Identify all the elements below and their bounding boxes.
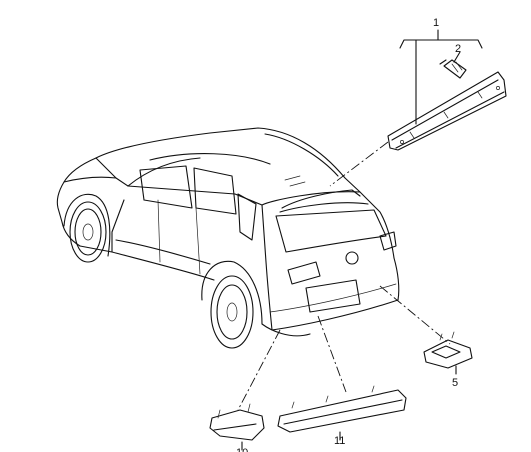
callout-2: 2: [455, 43, 461, 55]
license-plate-light: [423, 331, 473, 369]
callout-5: 5: [452, 377, 458, 389]
callout-11: 11: [334, 435, 345, 447]
callout-1: 1: [433, 17, 439, 29]
rear-reflector-small: [209, 403, 265, 441]
high-mounted-brake-light: [387, 71, 507, 151]
callout-10: 10: [236, 447, 248, 452]
callout-bracket-1: [399, 29, 483, 125]
rear-reflector-long: [277, 385, 407, 433]
vehicle-outline: [56, 127, 400, 349]
leader-lines: [237, 141, 451, 411]
bulb-connector: [439, 59, 467, 79]
